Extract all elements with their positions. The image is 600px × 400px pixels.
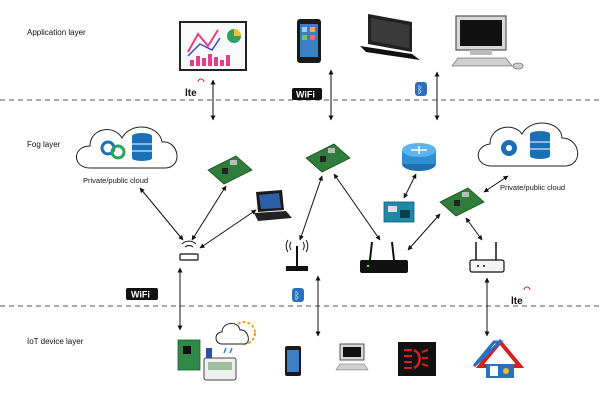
desktop-computer-icon-application [451,15,524,70]
cloud-database-icon-left [76,126,178,169]
cloud-label-left: Private/public cloud [83,176,148,185]
layer-label-iot: IoT device layer [27,337,84,346]
cloud-gear-database-icon-right [477,122,578,167]
svg-text:ᛒ: ᛒ [294,291,300,302]
link-pi-ap-left [191,185,227,241]
svg-text:WiFi: WiFi [131,290,150,300]
laptop-icon-fog [254,190,292,221]
svg-text:ᛒ: ᛒ [417,85,423,96]
wireless-router-icon-white [469,242,505,273]
svg-text:WiFi: WiFi [296,90,315,100]
smart-home-icon [472,338,525,378]
link-pi-router-white [465,217,483,241]
wifi-badge-top: WiFi [292,88,322,100]
layer-label-fog: Fog layer [27,140,61,149]
smartphone-icon-application [297,19,321,63]
smartphone-icon-iot [285,346,301,376]
bluetooth-icon-bottom: ᛒ [292,288,304,302]
link-pi-router-black [407,213,441,251]
lamp-icon [398,342,436,376]
wifi-badge-bottom: WiFi [126,288,158,300]
arduino-icon [383,201,415,223]
link-pi-center-router [333,173,381,241]
raspberry-pi-icon-right [439,187,485,217]
lte-badge-bottom: lte [511,286,531,307]
router-icon [402,143,436,171]
antenna-access-point-icon [285,239,309,271]
raspberry-pi-icon-center [305,143,351,173]
link-pi-center-antenna [299,175,323,241]
link-router-arduino [403,173,417,199]
sensor-board-icon [177,339,237,381]
desktop-computer-icon-iot [335,343,369,371]
raspberry-pi-icon-left [207,155,253,185]
lte-badge-top: lte [185,78,205,99]
link-pi-cloud-right [483,175,509,193]
weather-icon [215,321,256,354]
cloud-label-right: Private/public cloud [500,183,565,192]
laptop-icon-application [360,14,420,60]
analytics-monitor-icon [179,21,247,71]
bluetooth-icon-top: ᛒ [415,82,427,96]
link-cloud-ap-left [139,187,184,241]
svg-text:lte: lte [185,88,197,99]
layer-label-application: Application layer [27,28,86,37]
wireless-router-icon-black [360,241,408,273]
svg-text:lte: lte [511,296,523,307]
wireless-access-point-icon-left [179,240,199,261]
link-laptop-ap-left [199,209,257,249]
